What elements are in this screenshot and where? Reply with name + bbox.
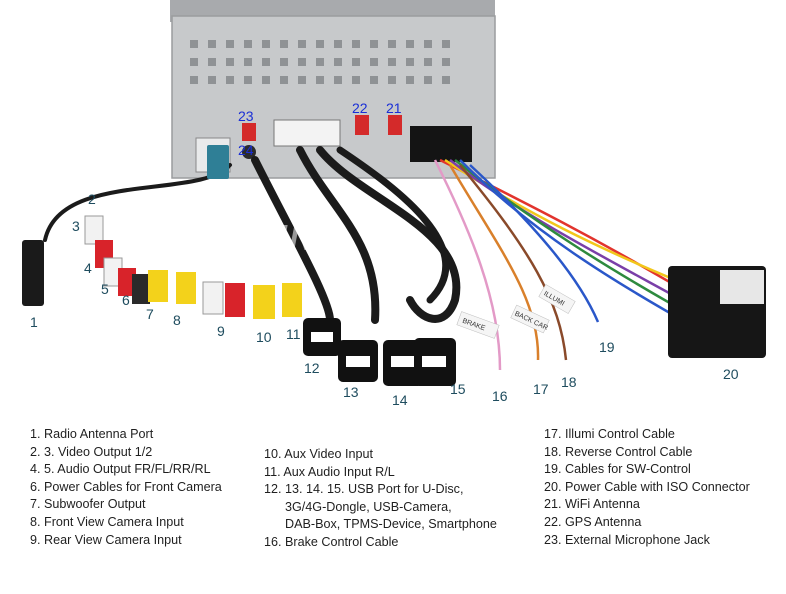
callout-3: 3 — [72, 218, 80, 234]
callout-10: 10 — [256, 329, 272, 345]
callout-14: 14 — [392, 392, 408, 408]
rca-plugs — [84, 215, 302, 319]
callout-22: 22 — [352, 100, 368, 116]
callout-1: 1 — [30, 314, 38, 330]
legend-item: 22. GPS Antenna — [544, 514, 642, 529]
legend-item: 6. Power Cables for Front Camera — [30, 479, 222, 494]
callout-5: 5 — [101, 281, 109, 297]
radio-antenna-port — [22, 145, 229, 306]
callout-20: 20 — [723, 366, 739, 382]
legend-item: 18. Reverse Control Cable — [544, 444, 693, 459]
legend-item: 7. Subwoofer Output — [30, 497, 146, 512]
callout-23: 23 — [238, 108, 254, 124]
callout-11: 11 — [286, 326, 301, 342]
callout-4: 4 — [84, 260, 92, 276]
legend-item: 19. Cables for SW-Control — [544, 462, 691, 477]
legend-item: 23. External Microphone Jack — [544, 532, 710, 547]
callout-6: 6 — [122, 292, 130, 308]
watermark: ERISIN — [185, 217, 317, 258]
iso-connector — [668, 266, 766, 358]
legend-item: 1. Radio Antenna Port — [30, 427, 154, 441]
legend-item: 9. Rear View Camera Input — [30, 532, 182, 547]
usb-sockets — [303, 318, 456, 386]
legend-column-2: 10. Aux Video Input 11. Aux Audio Input … — [264, 446, 497, 552]
callout-21: 21 — [386, 100, 402, 116]
legend-item: 17. Illumi Control Cable — [544, 427, 675, 441]
legend-item: 12. 13. 14. 15. USB Port for U-Disc, — [264, 482, 464, 497]
callout-17: 17 — [533, 381, 549, 397]
callout-8: 8 — [173, 312, 181, 328]
legend-item: 20. Power Cable with ISO Connector — [544, 479, 750, 494]
legend-column-3: 17. Illumi Control Cable 18. Reverse Con… — [544, 426, 750, 549]
legend-item: 8. Front View Camera Input — [30, 514, 184, 529]
legend-item: 2. 3. Video Output 1/2 — [30, 444, 153, 459]
iso-wires — [433, 158, 701, 371]
legend-item: 21. WiFi Antenna — [544, 497, 640, 512]
callout-18: 18 — [561, 374, 577, 390]
callout-9: 9 — [217, 323, 225, 339]
callout-24: 24 — [238, 142, 254, 158]
black-cables — [43, 146, 461, 324]
legend-column-1: 1. Radio Antenna Port 2. 3. Video Output… — [30, 426, 222, 549]
callout-12: 12 — [304, 360, 320, 376]
legend-item: 3G/4G-Dongle, USB-Camera, — [285, 499, 452, 514]
wire-tags: BRAKE BACK CAR ILLUMI — [456, 284, 576, 339]
legend-item: DAB-Box, TPMS-Device, Smartphone — [285, 517, 497, 532]
legend-item: 16. Brake Control Cable — [264, 534, 399, 549]
legend-item: 11. Aux Audio Input R/L — [264, 464, 395, 479]
callout-15: 15 — [450, 381, 466, 397]
callout-2: 2 — [88, 191, 96, 207]
wiring-harness-photo: BRAKE BACK CAR ILLUMI ERISIN 1 2 3 4 5 6… — [22, 0, 766, 408]
antenna-sockets — [242, 115, 402, 159]
callout-19: 19 — [599, 339, 615, 355]
callout-16: 16 — [492, 388, 508, 404]
callout-13: 13 — [343, 384, 359, 400]
legend-item: 4. 5. Audio Output FR/FL/RR/RL — [30, 462, 211, 477]
callout-7: 7 — [146, 306, 154, 322]
callout-labels: 1 2 3 4 5 6 7 8 9 10 11 12 13 14 15 16 1… — [30, 100, 739, 408]
legend-item: 10. Aux Video Input — [264, 447, 374, 461]
